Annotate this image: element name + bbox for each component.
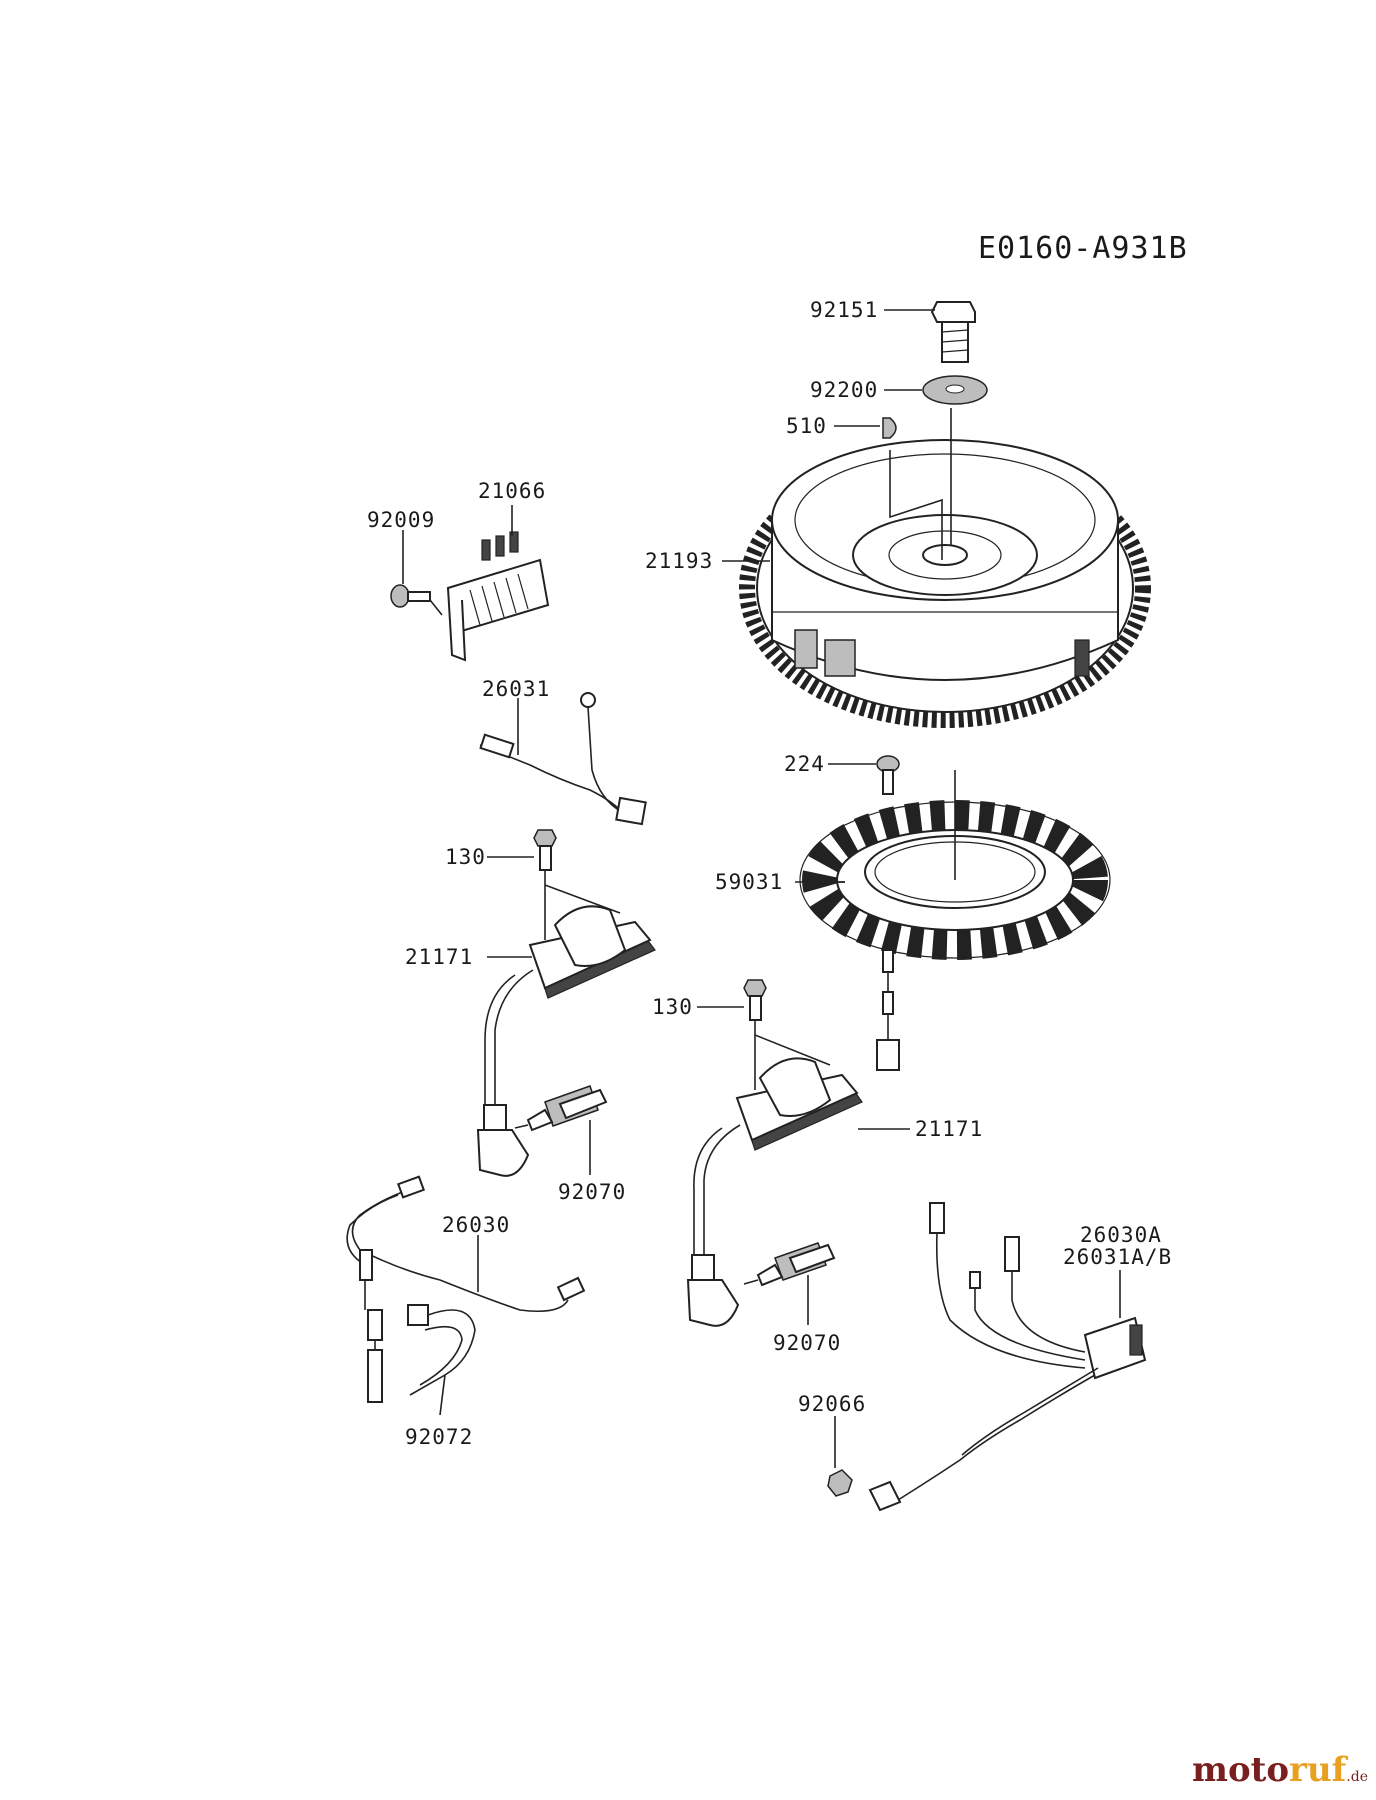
brand-watermark: motoruf.de (1191, 1750, 1368, 1790)
label-59031: 59031 (715, 870, 783, 894)
label-130-left: 130 (445, 845, 486, 869)
label-92009: 92009 (367, 508, 435, 532)
label-21066: 21066 (478, 479, 546, 503)
label-92200: 92200 (810, 378, 878, 402)
coil-bolt-left (533, 829, 557, 871)
label-92151: 92151 (810, 298, 878, 322)
main-harness (868, 1202, 1147, 1512)
label-26030A: 26030A (1080, 1223, 1162, 1247)
washer (922, 375, 988, 405)
ignition-coil-right (686, 1057, 863, 1327)
wiring-harness (346, 1175, 586, 1403)
label-21171-left: 21171 (405, 945, 473, 969)
label-26031: 26031 (482, 677, 550, 701)
cable-tie (407, 1304, 476, 1396)
label-510: 510 (786, 414, 827, 438)
coil-bolt-right (743, 979, 767, 1021)
flywheel-bolt (930, 301, 976, 363)
ignition-coil-left (476, 905, 656, 1177)
label-26031AB: 26031A/B (1063, 1245, 1172, 1269)
label-92070-right: 92070 (773, 1331, 841, 1355)
label-21171-right: 21171 (915, 1117, 983, 1141)
voltage-regulator (446, 531, 550, 662)
label-92070-left: 92070 (558, 1180, 626, 1204)
lead-wire (479, 692, 647, 826)
label-130-right: 130 (652, 995, 693, 1019)
label-26030: 26030 (442, 1213, 510, 1237)
stator-lead (876, 940, 900, 1071)
label-21193: 21193 (645, 549, 713, 573)
diagram-code: E0160-A931B (978, 231, 1188, 266)
label-92072: 92072 (405, 1425, 473, 1449)
flywheel (739, 439, 1151, 728)
spark-plug-left (514, 1085, 608, 1132)
regulator-screw (390, 584, 431, 608)
label-224: 224 (784, 752, 825, 776)
key (882, 417, 897, 439)
label-92066: 92066 (798, 1392, 866, 1416)
stator-screw (876, 755, 900, 795)
terminal-nut (827, 1469, 853, 1497)
spark-plug-right (743, 1242, 836, 1287)
